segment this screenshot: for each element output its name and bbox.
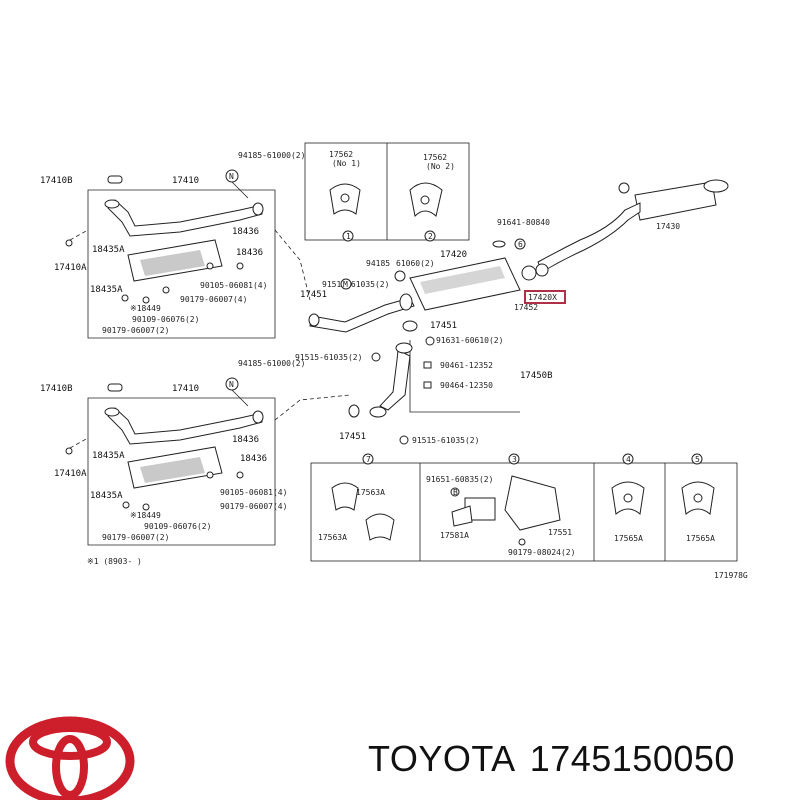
label: 90464-12350 xyxy=(440,381,493,390)
label: ※18449 xyxy=(130,511,161,520)
label: 17451 xyxy=(300,290,327,300)
label: 91641-80840 xyxy=(497,218,550,227)
label: 90105-06081(4) xyxy=(220,488,287,497)
svg-text:N: N xyxy=(229,380,234,389)
footnote: ※1 (8903- ) xyxy=(87,557,142,566)
label: 18436 xyxy=(232,227,259,237)
label: 5 xyxy=(695,455,700,464)
bracket-17551 xyxy=(504,475,561,531)
label: 90109-06076(2) xyxy=(132,315,199,324)
svg-text:N: N xyxy=(229,172,234,181)
tail-pipe xyxy=(537,202,641,273)
label: 91515-61035(2) xyxy=(295,353,362,362)
label: 7 xyxy=(366,455,371,464)
svg-text:6: 6 xyxy=(518,240,523,249)
highlight-box xyxy=(524,290,566,304)
label: 18436 xyxy=(236,248,263,258)
label: 90179-06007(4) xyxy=(180,295,247,304)
label: 91651-60835(2) xyxy=(426,475,493,484)
label: 18436 xyxy=(232,435,259,445)
label: 90105-06081(4) xyxy=(200,281,267,290)
label: 17410B xyxy=(40,176,73,186)
rubber-mount-7a xyxy=(331,482,359,511)
muffler-assembly: 17430 91641-80840 6 17420 94185 61060(2)… xyxy=(300,179,729,333)
label: 94185 xyxy=(366,259,390,268)
svg-text:M: M xyxy=(343,280,348,289)
label: 17565A xyxy=(614,534,643,543)
label: 1 xyxy=(346,232,351,241)
brand-caption: TOYOTA 1745150050 xyxy=(368,738,749,780)
label: 2 xyxy=(428,232,433,241)
label: 91515-61035(2) xyxy=(412,436,479,445)
label: 17451 xyxy=(339,432,366,442)
label: 91515-61035(2) xyxy=(322,280,389,289)
label: 4 xyxy=(626,455,631,464)
label: 17563A xyxy=(356,488,385,497)
label: 94185-61000(2) xyxy=(238,359,305,368)
label: 90179-06007(4) xyxy=(220,502,287,511)
label: 90109-06076(2) xyxy=(144,522,211,531)
tail-muffler xyxy=(634,181,717,221)
label: 17581A xyxy=(440,531,469,540)
label: 61060(2) xyxy=(396,259,435,268)
rubber-mount-7b xyxy=(365,513,395,541)
figure-number: 171978G xyxy=(714,571,748,580)
label: 17452 xyxy=(514,303,538,312)
label: 17420 xyxy=(440,250,467,260)
label: 17451 xyxy=(430,321,457,331)
lower-left-box xyxy=(87,397,276,546)
label: 17430 xyxy=(656,222,680,231)
flex-pipe xyxy=(379,349,411,411)
label: 17562 xyxy=(329,150,353,159)
flange-a xyxy=(104,199,120,209)
label: 18435A xyxy=(92,245,125,255)
label: 94185-61000(2) xyxy=(238,151,305,160)
label: 17410A xyxy=(54,469,87,479)
inset-box-bottom xyxy=(310,462,738,562)
hanger-insets-top: 17562 (No 1) 17562 (No 2) 1 2 xyxy=(304,142,470,242)
catalyst-a xyxy=(127,239,223,282)
label: 17562 xyxy=(423,153,447,162)
label: 17563A xyxy=(318,533,347,542)
label: 17551 xyxy=(548,528,572,537)
label: 17450B xyxy=(520,371,553,381)
label: 17410 xyxy=(172,176,199,186)
middle-pipe-group: 91631-60610(2) 91515-61035(2) 90461-1235… xyxy=(295,336,553,445)
intermediate-pipe xyxy=(309,297,415,333)
toyota-logo xyxy=(5,716,135,800)
label: 18435A xyxy=(92,451,125,461)
label: (No 1) xyxy=(332,159,361,168)
label: (No 2) xyxy=(426,162,455,171)
upper-left-box xyxy=(87,189,276,339)
part-number: 1745150050 xyxy=(529,738,735,779)
svg-text:B: B xyxy=(453,488,458,497)
label: 91631-60610(2) xyxy=(436,336,503,345)
label: 3 xyxy=(512,455,517,464)
upper-left-group: 94185-61000(2) N 17410B 17410 18436 1843… xyxy=(40,151,311,339)
label: 90461-12352 xyxy=(440,361,493,370)
label: 17565A xyxy=(686,534,715,543)
label: ※18449 xyxy=(130,304,161,313)
label: 17410 xyxy=(172,384,199,394)
label: 90179-08024(2) xyxy=(508,548,575,557)
label: 18435A xyxy=(90,285,123,295)
label: 18435A xyxy=(90,491,123,501)
label: 17410B xyxy=(40,384,73,394)
label: 18436 xyxy=(240,454,267,464)
front-pipe-b xyxy=(107,407,263,445)
catalyst-b xyxy=(127,446,223,489)
lower-left-group: 94185-61000(2) N 17410B 17410 18436 1843… xyxy=(40,359,351,546)
label: 90179-06007(2) xyxy=(102,533,169,542)
label: 17420X xyxy=(528,293,557,302)
brand-name: TOYOTA xyxy=(368,738,516,779)
label: 90179-06007(2) xyxy=(102,326,169,335)
hanger-insets-bottom: 7 3 4 5 17563A 17563A B 91651-60835(2) 1… xyxy=(310,453,738,562)
label: 17410A xyxy=(54,263,87,273)
center-muffler xyxy=(409,257,521,311)
front-pipe-a xyxy=(107,199,263,237)
